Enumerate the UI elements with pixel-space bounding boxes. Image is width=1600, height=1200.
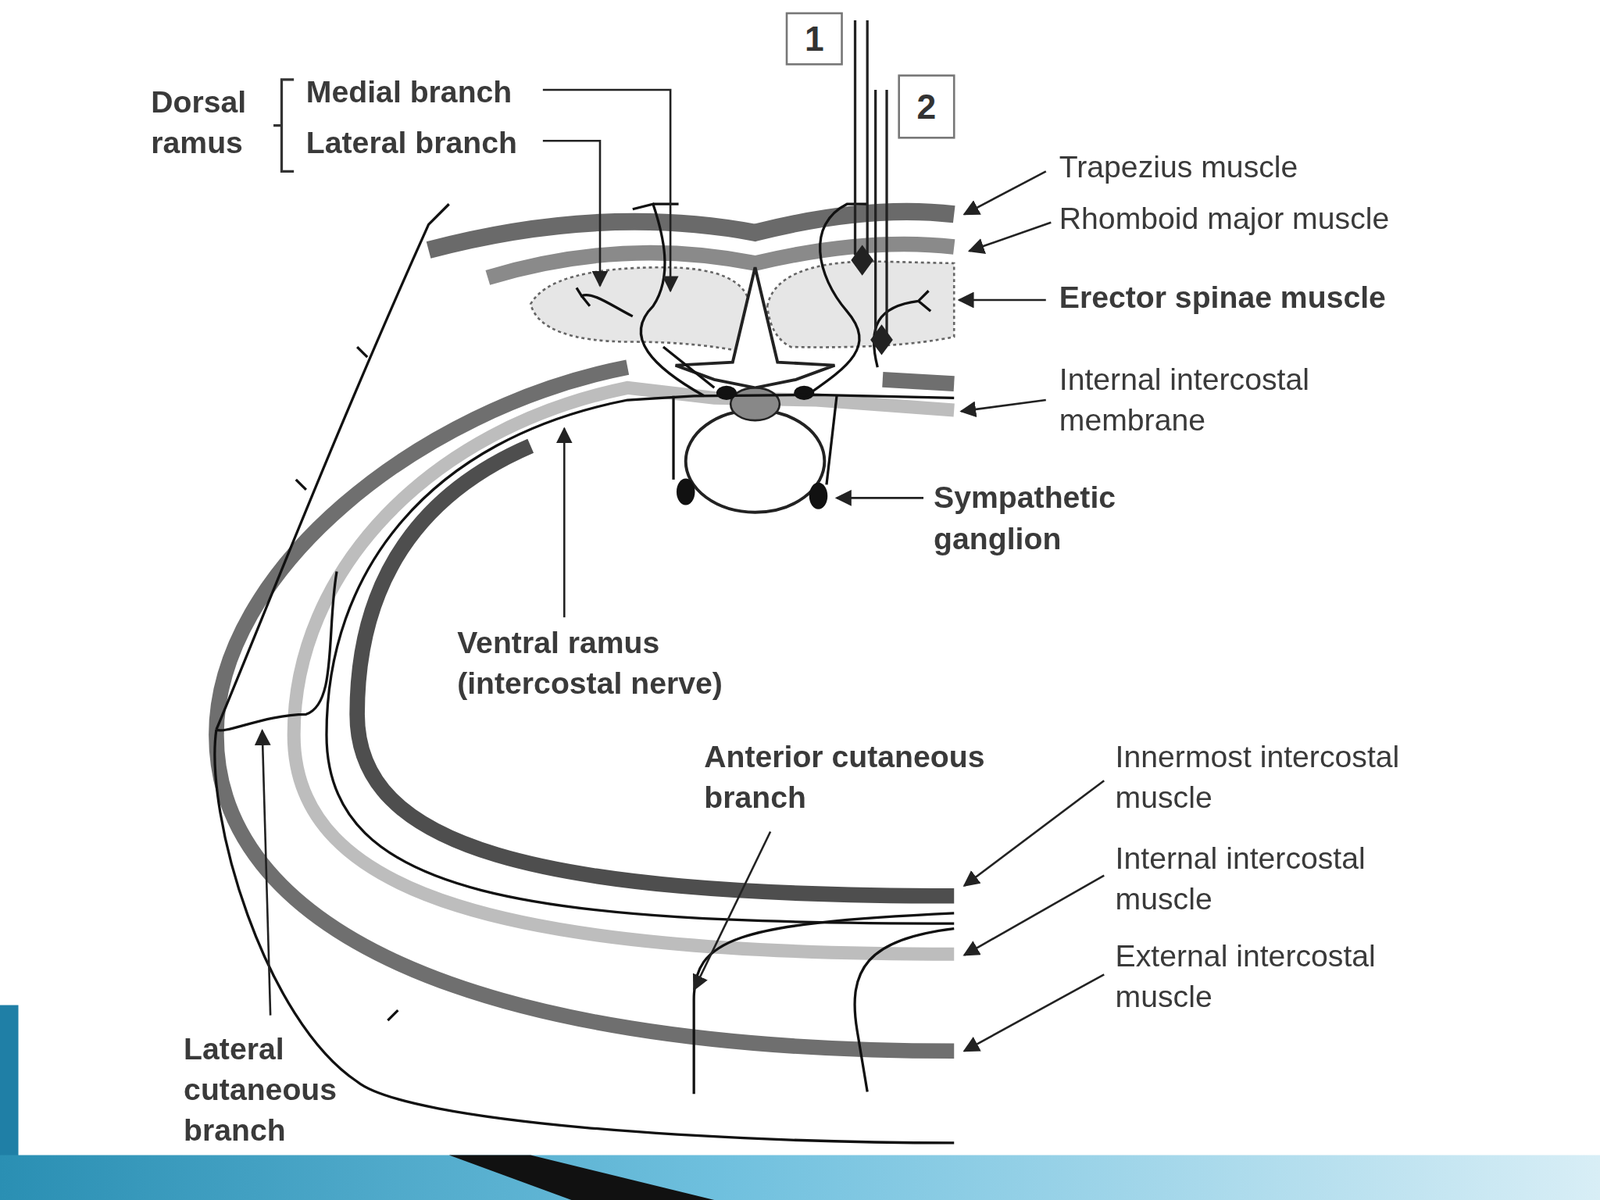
external-intercostal-band: [216, 367, 954, 1051]
spinal-cord: [730, 387, 780, 421]
anatomy-label: Lateral cutaneous branch: [183, 1028, 358, 1152]
needle: [855, 20, 887, 335]
anatomy-label: Rhomboid major muscle: [1059, 197, 1468, 239]
innermost-intercostal-band: [357, 446, 954, 897]
anatomy-label: External intercostal muscle: [1115, 935, 1412, 1018]
anatomy-label: Trapezius muscle: [1059, 146, 1468, 188]
anatomy-label: Lateral branch: [306, 122, 572, 164]
dorsal-root-ganglion: [716, 385, 737, 400]
callout-box: 2: [897, 74, 955, 139]
sympathetic-ganglion: [809, 482, 829, 510]
anatomy-label: Innermost intercostal muscle: [1115, 736, 1412, 818]
bracket: [273, 79, 294, 172]
anatomy-label: Ventral ramus (intercostal nerve): [457, 622, 764, 704]
needle-tip: [850, 244, 874, 275]
anatomy-label: Erector spinae muscle: [1059, 277, 1468, 318]
anatomy-label: Internal intercostal membrane: [1059, 359, 1407, 441]
anatomy-label: Dorsal ramus: [150, 81, 274, 163]
leader-lines: [262, 89, 1105, 1051]
anatomy-label: Anterior cutaneous branch: [703, 736, 1021, 818]
anatomy-label: Internal intercostal muscle: [1115, 837, 1412, 919]
callout-number: 2: [917, 86, 937, 127]
spinous-process: [675, 267, 836, 388]
slide-wedge: [449, 1155, 715, 1200]
nerves: [214, 203, 954, 1143]
callout-box: 1: [785, 12, 843, 66]
sympathetic-ganglion: [676, 478, 696, 506]
anatomy-label: Medial branch: [306, 71, 572, 112]
erector-spinae-right: [767, 260, 954, 347]
needle-tip: [870, 324, 893, 355]
callout-number: 1: [804, 18, 825, 59]
anatomy-label: Sympathetic ganglion: [933, 477, 1138, 559]
slide-bar: [0, 1155, 1600, 1200]
vertebral-body: [685, 410, 825, 513]
external-intercostal-band: [882, 379, 954, 384]
erector-spinae-left: [530, 267, 750, 352]
internal-intercostal-band: [293, 387, 954, 954]
